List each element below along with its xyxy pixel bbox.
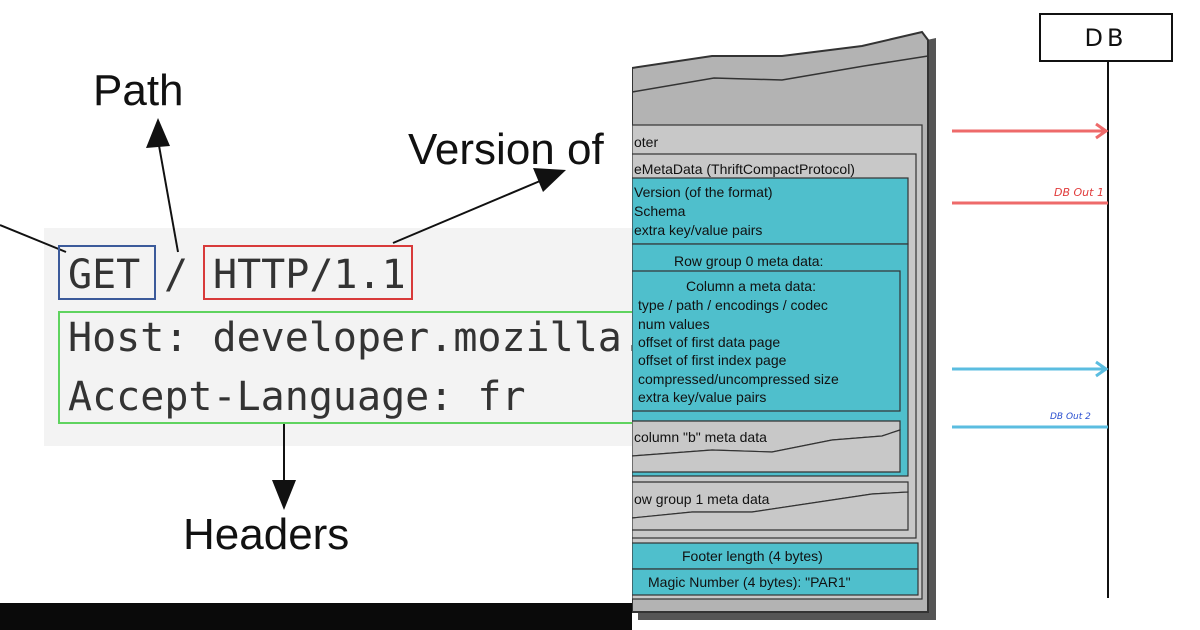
http-request-panel: Path Version of Headers GET / HTTP/1.1 H… [0, 66, 632, 630]
db-out-2-label: DB Out 2 [1050, 412, 1091, 422]
file-metadata-version: Version (of the format) [634, 184, 773, 200]
column-a-item: compressed/uncompressed size [638, 371, 839, 387]
column-a-item: offset of first index page [638, 352, 787, 368]
sequence-diagram [952, 13, 1173, 598]
column-a-item: num values [638, 316, 710, 332]
headers-label: Headers [183, 510, 350, 559]
version-arrowhead [533, 168, 566, 192]
path-label: Path [93, 66, 184, 115]
parquet-footer-diagram [632, 30, 936, 620]
footer-length-label: Footer length (4 bytes) [682, 548, 823, 564]
version-arrow [392, 180, 541, 244]
headers-arrowhead [272, 480, 296, 510]
row-group-1-torn [632, 491, 909, 531]
column-a-item: type / path / encodings / codec [638, 297, 828, 313]
method-pointer-line [0, 224, 67, 253]
code-background [44, 228, 632, 446]
column-b-torn [632, 429, 901, 473]
host-header: Host: developer.mozilla. [68, 315, 632, 361]
db-participant-label: DB [1084, 24, 1128, 52]
sequence-diagram-panel: DB DB Out 1 DB Out 2 [952, 0, 1200, 630]
column-a-item: extra key/value pairs [638, 389, 767, 405]
file-metadata-kv: extra key/value pairs [634, 222, 763, 238]
db-participant-box [1039, 13, 1173, 62]
row-group-0-label: Row group 0 meta data: [674, 253, 824, 269]
row-group-1-label: ow group 1 meta data [634, 491, 770, 507]
blue-arrowhead [1095, 360, 1109, 378]
method-box [58, 245, 156, 300]
column-a-box [632, 270, 901, 412]
bottom-bar [0, 603, 632, 630]
file-metadata-fields [632, 177, 909, 245]
request-path: / [164, 252, 189, 298]
version-label: Version of [408, 125, 604, 174]
parquet-footer-panel: oter eMetaData (ThriftCompactProtocol) V… [632, 0, 952, 630]
headers-box [58, 311, 632, 424]
column-a-label: Column a meta data: [686, 278, 816, 294]
column-b-label: column "b" meta data [634, 429, 767, 445]
accept-language-header: Accept-Language: fr [68, 374, 526, 420]
magic-number-label: Magic Number (4 bytes): "PAR1" [648, 574, 851, 590]
footer-label: oter [634, 134, 659, 150]
column-a-item: offset of first data page [638, 334, 781, 350]
path-arrowhead [146, 118, 170, 148]
path-arrow [157, 139, 179, 253]
file-metadata-schema: Schema [634, 203, 686, 219]
red-arrowhead [1095, 122, 1109, 140]
version-box [203, 245, 413, 300]
request-version: HTTP/1.1 [213, 252, 406, 298]
db-out-1-label: DB Out 1 [1054, 186, 1104, 199]
request-method: GET [68, 252, 141, 298]
http-arrows [0, 118, 566, 510]
file-metadata-label: eMetaData (ThriftCompactProtocol) [634, 161, 855, 177]
magic-number-box [632, 568, 919, 596]
torn-edge-line [632, 55, 929, 93]
